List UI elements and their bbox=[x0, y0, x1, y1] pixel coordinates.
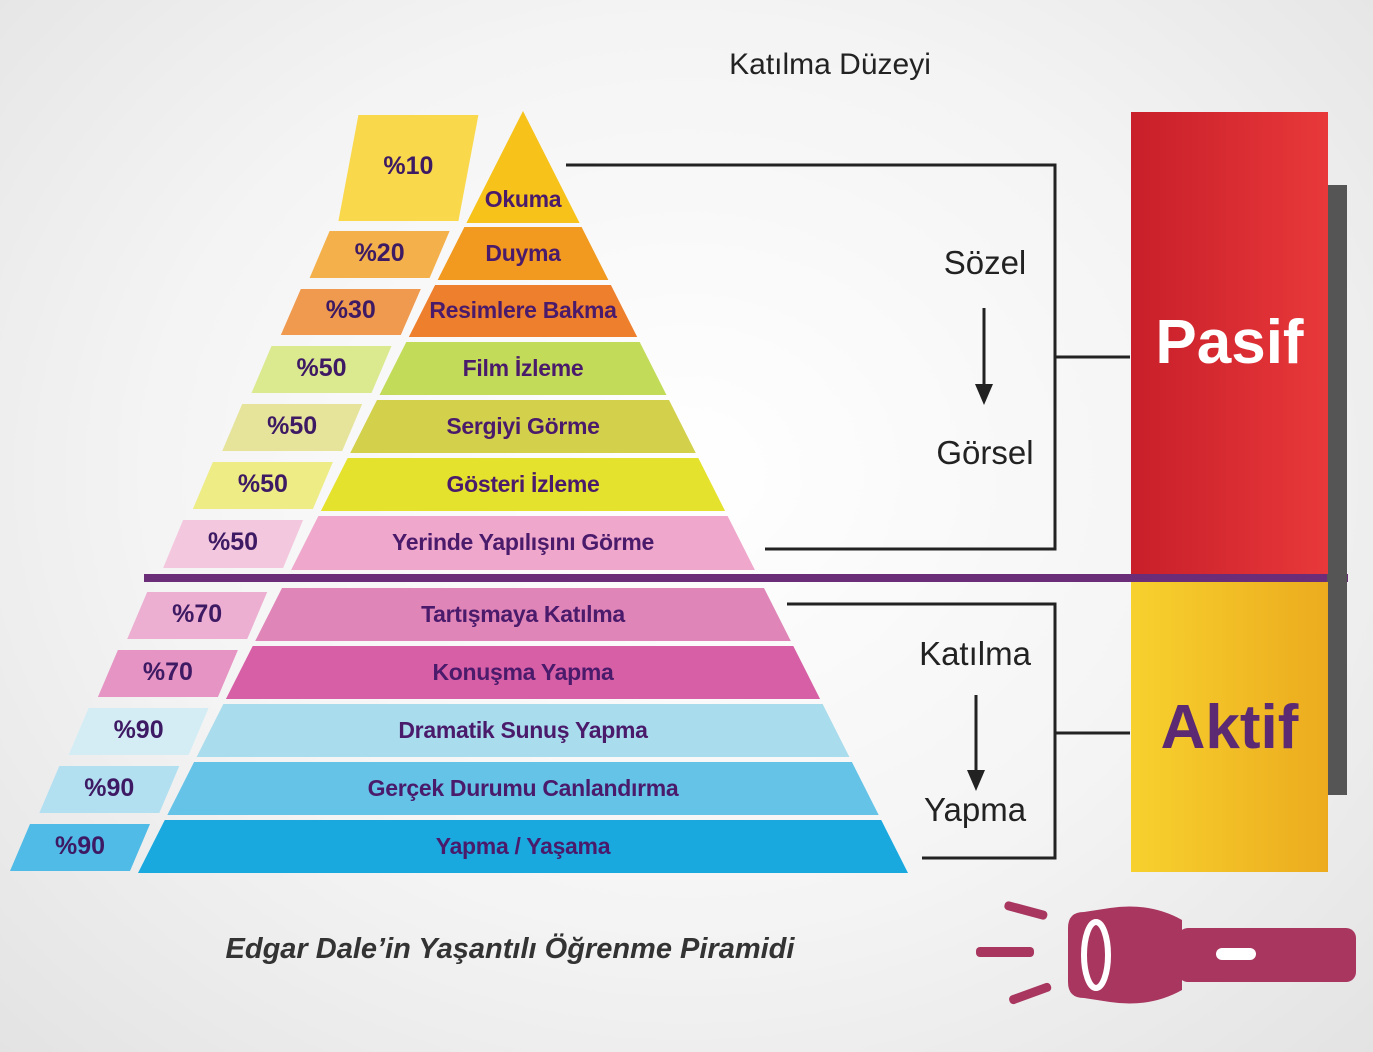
active-bar bbox=[1131, 582, 1328, 872]
label-doing: Yapma bbox=[923, 791, 1027, 828]
label-participation: Katılma bbox=[919, 635, 1031, 672]
percent-tab-11 bbox=[39, 766, 180, 813]
level-label: Yapma / Yaşama bbox=[435, 832, 611, 859]
pyramid-level-7 bbox=[291, 516, 755, 570]
percent-label: %50 bbox=[208, 528, 259, 556]
percent-label: %30 bbox=[325, 296, 376, 324]
percent-label: %10 bbox=[383, 152, 434, 180]
level-label: Gösteri İzleme bbox=[446, 470, 600, 497]
percent-tab-12 bbox=[10, 824, 150, 871]
percent-tab-10 bbox=[68, 708, 209, 755]
passive-bar bbox=[1131, 112, 1328, 574]
level-label: Dramatik Sunuş Yapma bbox=[398, 716, 648, 743]
level-label: Film İzleme bbox=[462, 354, 584, 381]
pyramid-level-1 bbox=[466, 111, 580, 223]
bar-shadow bbox=[1327, 185, 1347, 795]
passive-bar-label: Pasif bbox=[1155, 308, 1304, 377]
percent-label: %20 bbox=[354, 238, 405, 267]
pyramid-level-9 bbox=[225, 646, 821, 699]
pyramid-level-6 bbox=[320, 458, 726, 511]
flashlight-icon bbox=[976, 901, 1356, 1005]
percent-tab-2 bbox=[309, 231, 450, 278]
participation-level-title: Katılma Düzeyi bbox=[729, 48, 931, 81]
percent-tab-5 bbox=[222, 404, 363, 451]
percent-tab-9 bbox=[97, 650, 238, 697]
passive-arrow-head bbox=[975, 384, 993, 405]
pyramid-level-8 bbox=[255, 588, 791, 641]
level-label: Konuşma Yapma bbox=[432, 658, 614, 685]
active-bar-label: Aktif bbox=[1160, 693, 1299, 762]
level-label: Resimlere Bakma bbox=[429, 297, 617, 323]
percent-tab-4 bbox=[251, 346, 392, 393]
percent-tab-8 bbox=[127, 592, 268, 639]
level-label: Yerinde Yapılışını Görme bbox=[391, 529, 655, 555]
pyramid-caption: Edgar Dale’in Yaşantılı Öğrenme Piramidi bbox=[225, 933, 795, 965]
percent-tab-1 bbox=[338, 115, 479, 221]
percent-label: %70 bbox=[142, 657, 193, 686]
percent-label: %50 bbox=[237, 469, 288, 498]
percent-label: %90 bbox=[54, 831, 106, 860]
percent-label: %50 bbox=[267, 411, 318, 440]
percent-label: %90 bbox=[113, 715, 164, 744]
label-verbal: Sözel bbox=[943, 244, 1027, 281]
pyramid-level-10 bbox=[196, 704, 850, 757]
active-bracket bbox=[787, 602, 1057, 860]
pyramid-level-12 bbox=[138, 820, 908, 873]
pyramid-level-11 bbox=[167, 762, 879, 815]
percent-tab-6 bbox=[192, 462, 333, 509]
active-arrow-head bbox=[967, 770, 985, 791]
pyramid-level-4 bbox=[379, 342, 667, 395]
label-visual: Görsel bbox=[936, 434, 1034, 471]
level-label: Sergiyi Görme bbox=[446, 412, 600, 439]
level-label: Tartışmaya Katılma bbox=[421, 600, 625, 627]
level-label: Duyma bbox=[485, 239, 561, 266]
percent-label: %70 bbox=[172, 599, 223, 628]
level-label: Okuma bbox=[484, 186, 562, 212]
pyramid-level-3 bbox=[408, 285, 638, 337]
pyramid-level-2 bbox=[437, 227, 609, 280]
percent-tab-3 bbox=[280, 289, 421, 335]
pyramid-level-5 bbox=[350, 400, 696, 453]
percent-tab-7 bbox=[163, 520, 304, 568]
percent-label: %50 bbox=[296, 353, 347, 382]
percent-label: %90 bbox=[84, 773, 135, 802]
level-label: Gerçek Durumu Canlandırma bbox=[367, 774, 679, 801]
